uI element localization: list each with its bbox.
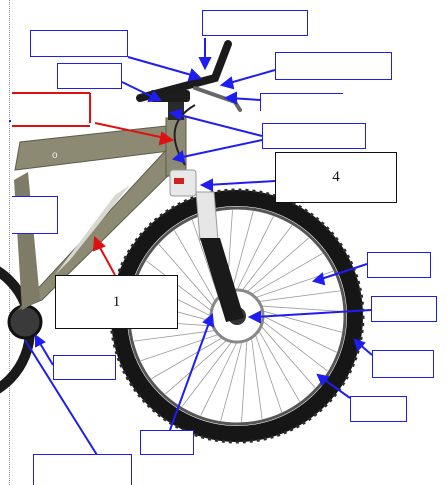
spoke (181, 341, 233, 407)
red-leader-lines (12, 92, 175, 276)
answer-box-brake-lever[interactable] (275, 52, 392, 80)
spoke (251, 253, 323, 295)
spoke (200, 341, 238, 416)
spoke (140, 334, 219, 362)
spoke (158, 244, 214, 307)
spoke (151, 337, 223, 379)
spoke (241, 339, 248, 422)
answer-box-chainring[interactable] (33, 454, 132, 485)
spoke (165, 339, 228, 395)
answer-box-spokes[interactable] (350, 396, 407, 422)
fork-lower (200, 238, 244, 322)
spoke (146, 260, 212, 312)
spoke (220, 341, 243, 421)
spoke (133, 330, 216, 342)
frame-logo: o (52, 150, 58, 161)
answer-box-rim[interactable] (372, 350, 434, 378)
spoke (246, 237, 309, 293)
label-1-text: 1 (112, 293, 121, 310)
answer-box-grip[interactable] (30, 30, 128, 57)
spoke (241, 225, 293, 291)
page-margin-line (9, 0, 10, 485)
answer-box-crank[interactable] (53, 355, 116, 380)
fork-upper (195, 191, 219, 241)
answer-box-stem[interactable] (57, 63, 122, 89)
label-box-4[interactable]: 4 (275, 152, 397, 203)
down-tube-graphic (55, 185, 130, 275)
answer-box-disc-brake[interactable] (140, 430, 194, 455)
leader-lines (9, 38, 373, 456)
spoke (231, 211, 254, 291)
answer-box-tire[interactable] (367, 252, 431, 278)
spoke (255, 334, 283, 413)
answer-box-headset[interactable] (262, 123, 366, 149)
spoke (262, 320, 328, 372)
label-box-1[interactable]: 1 (55, 275, 178, 329)
spoke (260, 325, 316, 388)
spoke (191, 219, 219, 298)
spoke (251, 337, 263, 420)
spoke (258, 290, 341, 302)
answer-box-handlebar-top[interactable] (202, 10, 308, 36)
spoke (258, 330, 300, 402)
chainring (7, 304, 43, 340)
handlebar (136, 40, 232, 102)
spoke (174, 230, 216, 302)
answer-box-seat-tube[interactable] (12, 196, 58, 234)
fork-crown-red (174, 178, 184, 184)
spoke (262, 310, 342, 333)
spoke (262, 315, 337, 353)
spoke (236, 216, 274, 291)
answer-box-hub[interactable] (371, 296, 437, 322)
answer-box-cable[interactable] (260, 93, 343, 111)
label-4-text: 4 (332, 169, 340, 185)
spoke (260, 305, 343, 312)
